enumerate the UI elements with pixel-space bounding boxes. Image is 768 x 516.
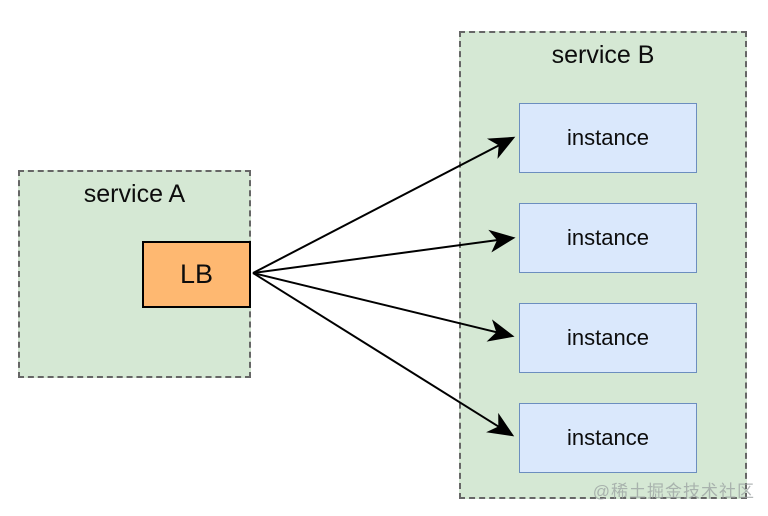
load-balancer-label: LB [179, 259, 214, 289]
instance-node-3: instance [519, 303, 697, 373]
instance-node-2: instance [519, 203, 697, 273]
instance-node-4: instance [519, 403, 697, 473]
service-a-title: service A [83, 180, 186, 208]
watermark: @稀土掘金技术社区 [592, 482, 755, 501]
instance-node-1: instance [519, 103, 697, 173]
service-b-title: service B [551, 41, 655, 69]
load-balancer-node: LB [142, 241, 251, 308]
service-b-group: service B instance instance instance ins… [459, 31, 747, 499]
